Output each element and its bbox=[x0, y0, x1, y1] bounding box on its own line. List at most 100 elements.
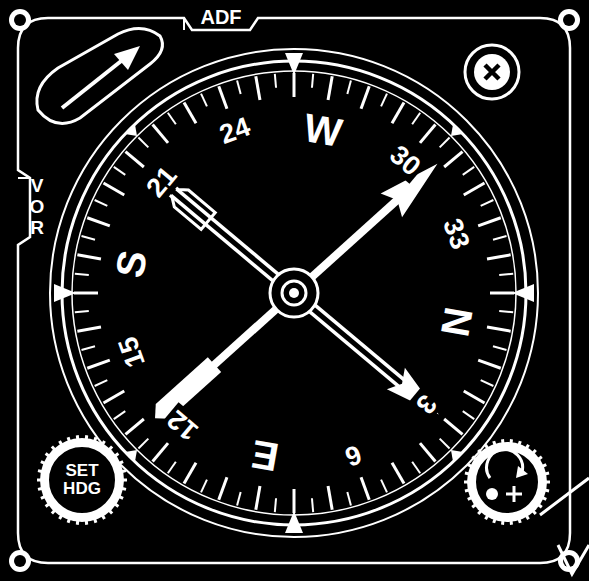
card-tick bbox=[184, 463, 196, 484]
card-tick bbox=[219, 477, 227, 500]
hub-center bbox=[289, 288, 299, 298]
hub-ring bbox=[282, 281, 306, 305]
card-tick bbox=[237, 492, 241, 506]
card-tick bbox=[412, 113, 420, 124]
card-tick bbox=[312, 498, 313, 512]
adf-pointer-shaft bbox=[62, 54, 130, 108]
card-tick bbox=[125, 419, 143, 434]
heading-number: 12 bbox=[160, 402, 206, 447]
card-tick bbox=[361, 477, 369, 500]
needle-double bbox=[149, 169, 447, 426]
card-tick bbox=[77, 255, 101, 259]
card-tick bbox=[481, 380, 494, 386]
card-tick bbox=[487, 255, 511, 259]
cardinal-letter: N bbox=[434, 301, 481, 343]
screw-holes bbox=[14, 14, 575, 567]
heading-number: 21 bbox=[140, 159, 185, 205]
heading-number: 33 bbox=[436, 212, 476, 256]
card-tick bbox=[77, 327, 101, 331]
cardinal-letter: E bbox=[245, 433, 284, 480]
cardinal-letter: S bbox=[107, 244, 154, 283]
card-tick bbox=[103, 183, 124, 195]
card-tick bbox=[493, 236, 507, 240]
panel-frame bbox=[18, 18, 570, 563]
lubber-mark bbox=[446, 445, 463, 462]
card-tick bbox=[347, 80, 351, 94]
card-tick bbox=[312, 74, 313, 88]
card-tick bbox=[328, 76, 332, 100]
card-tick bbox=[420, 124, 435, 142]
card-tick bbox=[153, 124, 168, 142]
lubber-mark bbox=[125, 124, 142, 141]
card-tick bbox=[256, 76, 260, 100]
bezel-inner bbox=[62, 61, 526, 525]
lubber-mark bbox=[446, 124, 463, 141]
card-tick bbox=[444, 152, 462, 167]
card-tick bbox=[347, 492, 351, 506]
card-tick bbox=[464, 391, 485, 403]
card-tick bbox=[256, 486, 260, 510]
card-tick bbox=[328, 486, 332, 510]
card-tick bbox=[392, 102, 404, 123]
test-button bbox=[474, 54, 510, 90]
card-tick bbox=[168, 113, 176, 124]
card-tick bbox=[361, 86, 369, 109]
card-tick bbox=[440, 137, 450, 147]
card-tick bbox=[463, 167, 474, 175]
card-tick bbox=[478, 360, 501, 368]
card-tick bbox=[95, 380, 108, 386]
card-tick bbox=[412, 462, 420, 473]
heading-number: 3 bbox=[408, 386, 444, 421]
card-tick bbox=[103, 391, 124, 403]
corner-stroke bbox=[540, 478, 589, 574]
lubber-mark bbox=[285, 53, 303, 75]
bezel-outer bbox=[50, 49, 538, 537]
card-tick bbox=[478, 218, 501, 226]
card-tick bbox=[275, 498, 276, 512]
lubber-mark bbox=[285, 511, 303, 533]
card-tick bbox=[219, 86, 227, 109]
card-tick bbox=[275, 74, 276, 88]
card-tick bbox=[114, 167, 125, 175]
adf-pointer-head bbox=[114, 46, 140, 70]
vor-label: VOR bbox=[28, 176, 47, 239]
card-tick bbox=[81, 346, 95, 350]
card-tick bbox=[237, 80, 241, 94]
card-tick bbox=[138, 439, 148, 449]
card-tick bbox=[75, 274, 89, 275]
heading-number: 6 bbox=[338, 437, 368, 471]
card-tick bbox=[440, 439, 450, 449]
card-tick bbox=[153, 443, 168, 461]
card-tick bbox=[201, 94, 207, 107]
knob-label: SET HDG bbox=[49, 447, 115, 513]
needle-single bbox=[144, 152, 448, 430]
course-knob bbox=[464, 439, 550, 525]
card-tick bbox=[75, 311, 89, 312]
lubber-mark bbox=[54, 284, 76, 302]
card-tick bbox=[87, 218, 110, 226]
lubber-marks bbox=[54, 53, 534, 533]
set-heading-knob bbox=[37, 435, 127, 525]
test-button-rim bbox=[465, 45, 519, 99]
card-tick bbox=[490, 292, 514, 295]
compass-card bbox=[72, 71, 516, 515]
card-tick bbox=[81, 236, 95, 240]
card-tick bbox=[201, 480, 207, 493]
knob-text: SET HDG bbox=[59, 462, 105, 498]
heading-number: 15 bbox=[113, 330, 153, 374]
card-tick bbox=[487, 327, 511, 331]
corner-screws bbox=[9, 9, 580, 572]
card-tick bbox=[381, 480, 387, 493]
card-tick bbox=[481, 200, 494, 206]
card-tick bbox=[168, 462, 176, 473]
hub-outer bbox=[270, 269, 318, 317]
card-tick bbox=[184, 102, 196, 123]
card-tick bbox=[499, 274, 513, 275]
card-tick bbox=[499, 311, 513, 312]
card-tick bbox=[293, 489, 296, 513]
card-tick bbox=[420, 443, 435, 461]
adf-label: ADF bbox=[200, 7, 241, 27]
card-tick bbox=[293, 73, 296, 97]
